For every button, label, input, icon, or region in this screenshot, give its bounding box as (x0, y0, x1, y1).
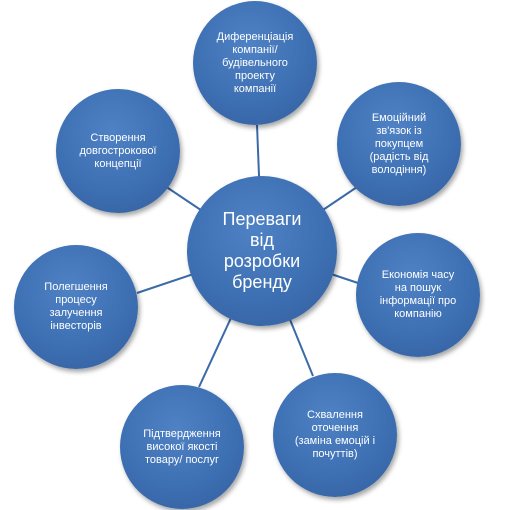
node-time-saving: Економія часу на пошук інформації про ко… (356, 233, 480, 357)
node-emotional-connection-label: Емоційний зв'язок із покупцем (радість в… (369, 111, 429, 176)
node-emotional-connection: Емоційний зв'язок із покупцем (радість в… (337, 82, 461, 206)
node-investor-attraction-label: Полегшення процесу залучення інвесторів (44, 281, 108, 332)
node-time-saving-label: Економія часу на пошук інформації про ко… (379, 269, 457, 320)
central-node-label: Переваги від розробки бренду (222, 209, 302, 292)
node-social-approval-label: Схвалення оточення (заміна емоцій і почу… (294, 409, 376, 460)
node-differentiation-label: Диференціація компанії/ будівельного про… (216, 30, 294, 95)
node-investor-attraction: Полегшення процесу залучення інвесторів (14, 245, 138, 369)
node-social-approval: Схвалення оточення (заміна емоцій і почу… (273, 373, 397, 497)
node-quality-confirmation: Підтвердження високої якості товару/ пос… (120, 385, 244, 509)
node-long-term-concept: Створення довгострокової концепції (56, 89, 180, 213)
node-long-term-concept-label: Створення довгострокової концепції (79, 131, 157, 170)
node-differentiation: Диференціація компанії/ будівельного про… (193, 1, 317, 125)
node-quality-confirmation-label: Підтвердження високої якості товару/ пос… (143, 427, 221, 466)
central-node: Переваги від розробки бренду (187, 176, 337, 326)
